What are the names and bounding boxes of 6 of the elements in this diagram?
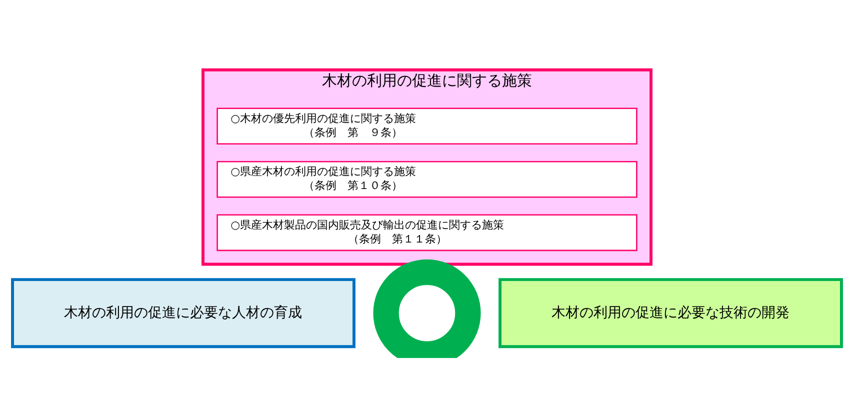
node-box: 木材の利用の促進に必要な人材の育成 — [11, 278, 356, 348]
node-circle — [373, 258, 481, 358]
node-box: ○木材の優先利用の促進に関する施策 （条例 第 ９条） — [216, 107, 638, 144]
node-box: 木材の利用の促進に必要な技術の開発 — [498, 278, 843, 348]
node-box: ○県産木材の利用の促進に関する施策 （条例 第１０条） — [216, 160, 638, 198]
node-box: ○県産木材製品の国内販売及び輸出の促進に関する施策 （条例 第１１条） — [216, 214, 638, 251]
